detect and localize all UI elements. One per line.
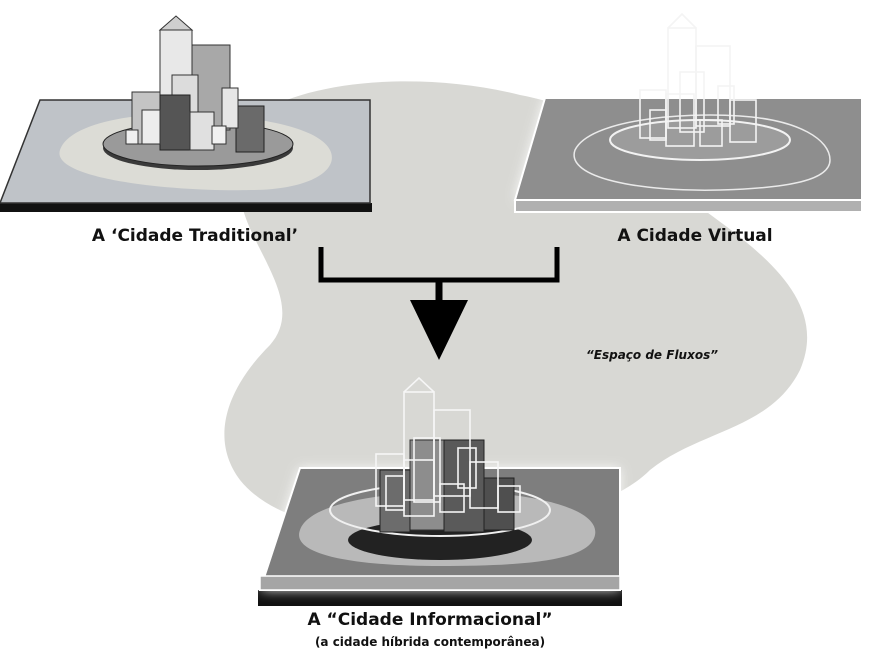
traditional-city-label: A ‘Cidade Traditional’ [91, 226, 299, 246]
down-arrow-icon [318, 247, 560, 360]
virtual-city-model-icon [513, 12, 863, 213]
hybrid-city-model-icon [258, 376, 622, 606]
informational-city-subtitle: (a cidade híbrida contemporânea) [314, 635, 546, 649]
flow-space-label: “Espaço de Fluxos” [586, 348, 718, 362]
informational-city-label: A “Cidade Informacional” [307, 610, 553, 630]
virtual-city-label: A Cidade Virtual [617, 226, 773, 246]
traditional-city-model-icon [0, 15, 372, 212]
